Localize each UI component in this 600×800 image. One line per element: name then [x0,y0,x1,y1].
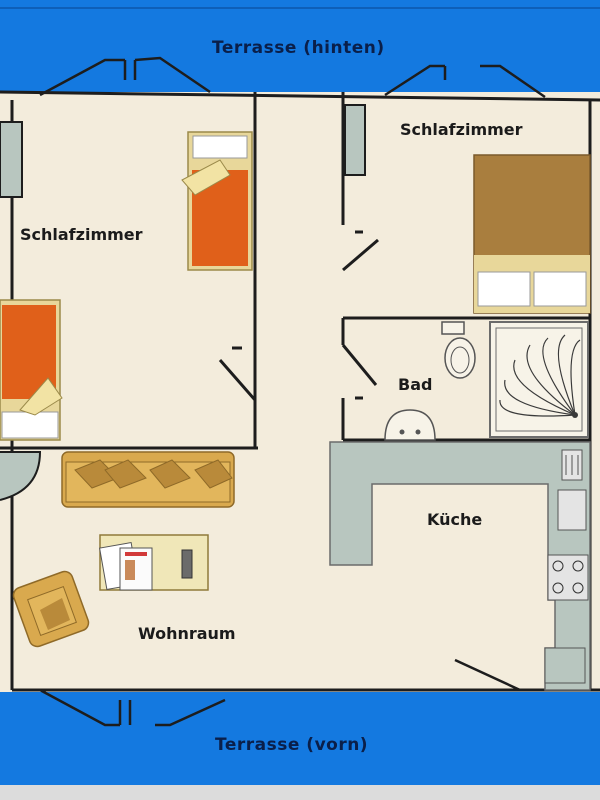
shower [489,321,589,438]
front-windows [39,658,521,727]
toilet [441,321,476,379]
room-label-kitchen: Küche [427,510,483,529]
bath-sink [384,409,436,441]
room-label-bedroom-left: Schlafzimmer [20,225,143,244]
single-bed-top [181,131,253,271]
bedroom-left-walls [0,92,258,450]
living-door [0,451,42,501]
terrace-front [0,690,600,785]
armchair [12,570,90,648]
room-label-bedroom-right: Schlafzimmer [400,120,523,139]
sofa [61,451,235,508]
kitchen-counter [329,441,591,691]
room-label-living-room: Wohnraum [138,624,236,643]
terrace-back-label: Terrasse (hinten) [212,38,385,58]
wardrobe-left [0,121,23,198]
room-label-bathroom: Bad [398,375,433,394]
wardrobe-right [344,104,366,176]
back-windows [39,56,546,99]
coffee-table [99,534,209,591]
double-bed [473,154,591,314]
terrace-front-label: Terrasse (vorn) [215,735,369,755]
bedroom-right-walls [341,92,590,442]
single-bed-bottom [0,299,63,441]
terrace-back [0,0,600,95]
